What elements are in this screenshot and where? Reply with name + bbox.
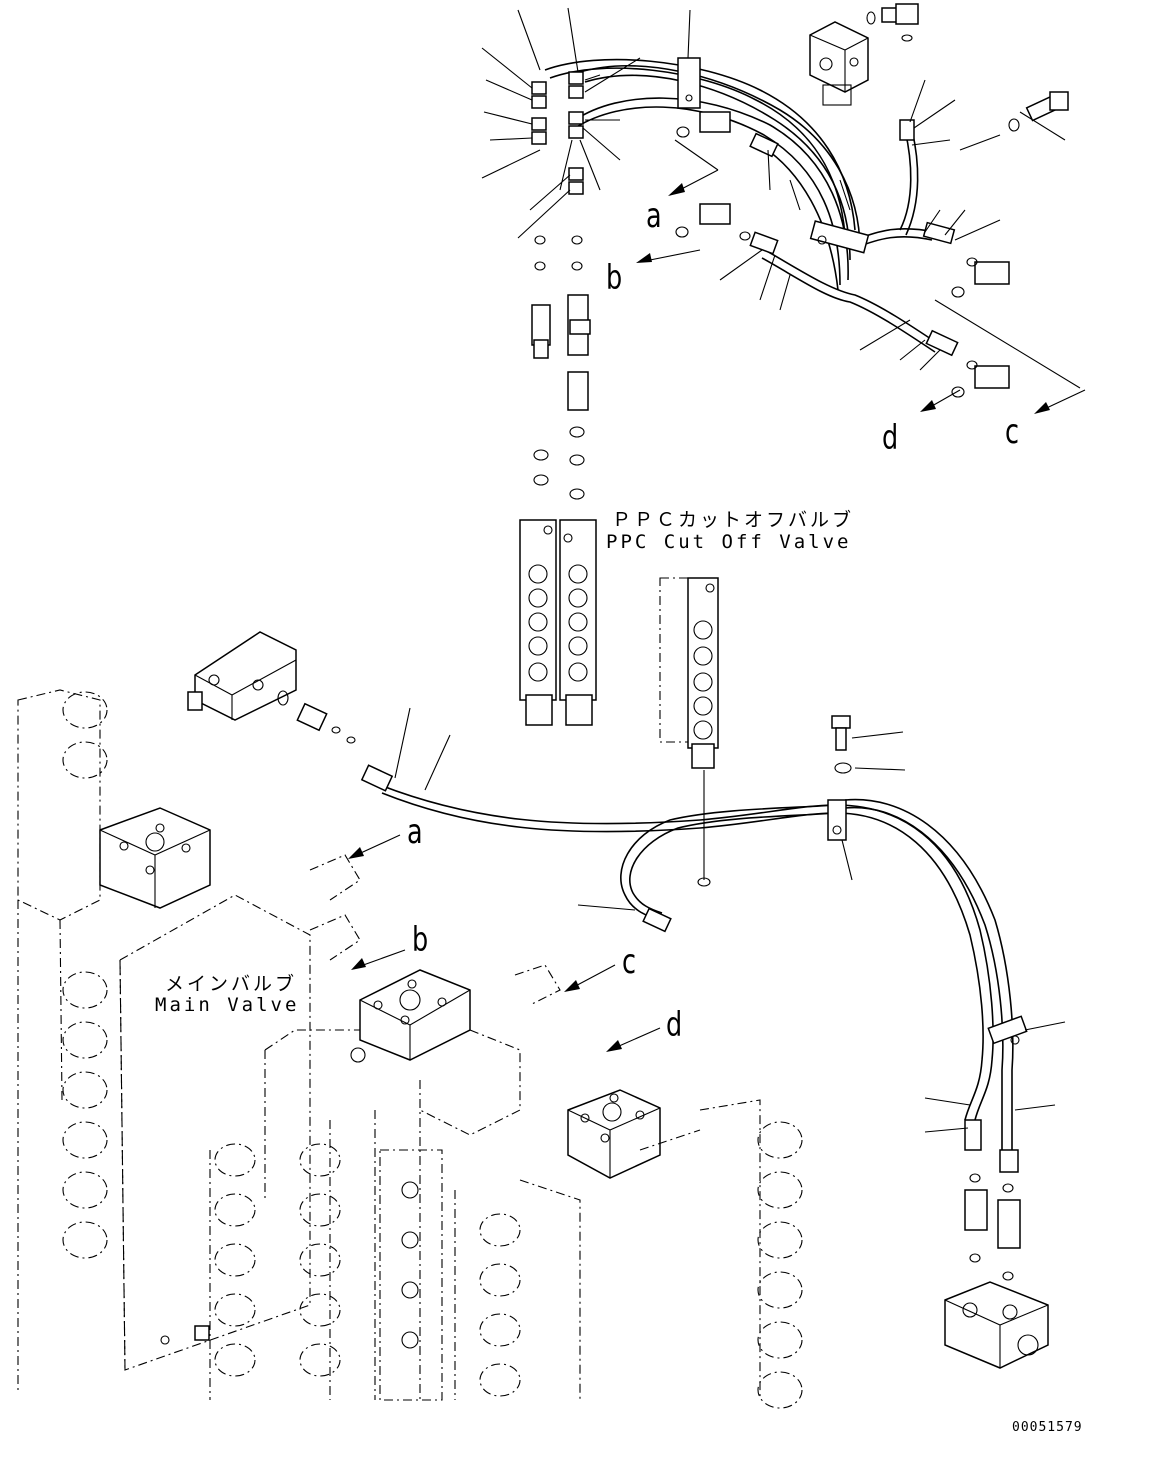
- callout-label-c-bottom: c: [622, 942, 637, 982]
- lower-right-block: [944, 1173, 1049, 1369]
- ppc-cut-off-valve-single: [659, 577, 719, 887]
- main-valve-caption-jp: メインバルブ: [165, 973, 298, 995]
- callout-label-b-top: b: [606, 258, 623, 298]
- left-small-block: [187, 631, 356, 744]
- callout-label-b-bottom: b: [412, 920, 429, 960]
- callout-label-c-top: c: [1005, 412, 1020, 452]
- main-valve-caption-en: Main Valve: [155, 994, 300, 1016]
- ppc-cut-off-valve-pair: [519, 519, 597, 726]
- port-fittings-column: [531, 235, 591, 500]
- ppc-valve-caption-jp: ＰＰＣカットオフバルブ: [612, 509, 855, 531]
- callout-label-a-top: a: [646, 196, 662, 236]
- callout-label-d-bottom: d: [666, 1005, 683, 1045]
- upper-right-block: [675, 3, 1069, 398]
- callout-label-d-top: d: [882, 418, 899, 458]
- callout-label-a-bottom: a: [407, 812, 423, 852]
- ppc-valve-caption-en: PPC Cut Off Valve: [606, 531, 852, 553]
- lower-hose: [360, 707, 1066, 1173]
- main-valve-assembly: [17, 689, 803, 1409]
- upper-hose-bundle: [481, 7, 1086, 414]
- figure-number: 00051579: [1012, 1420, 1083, 1435]
